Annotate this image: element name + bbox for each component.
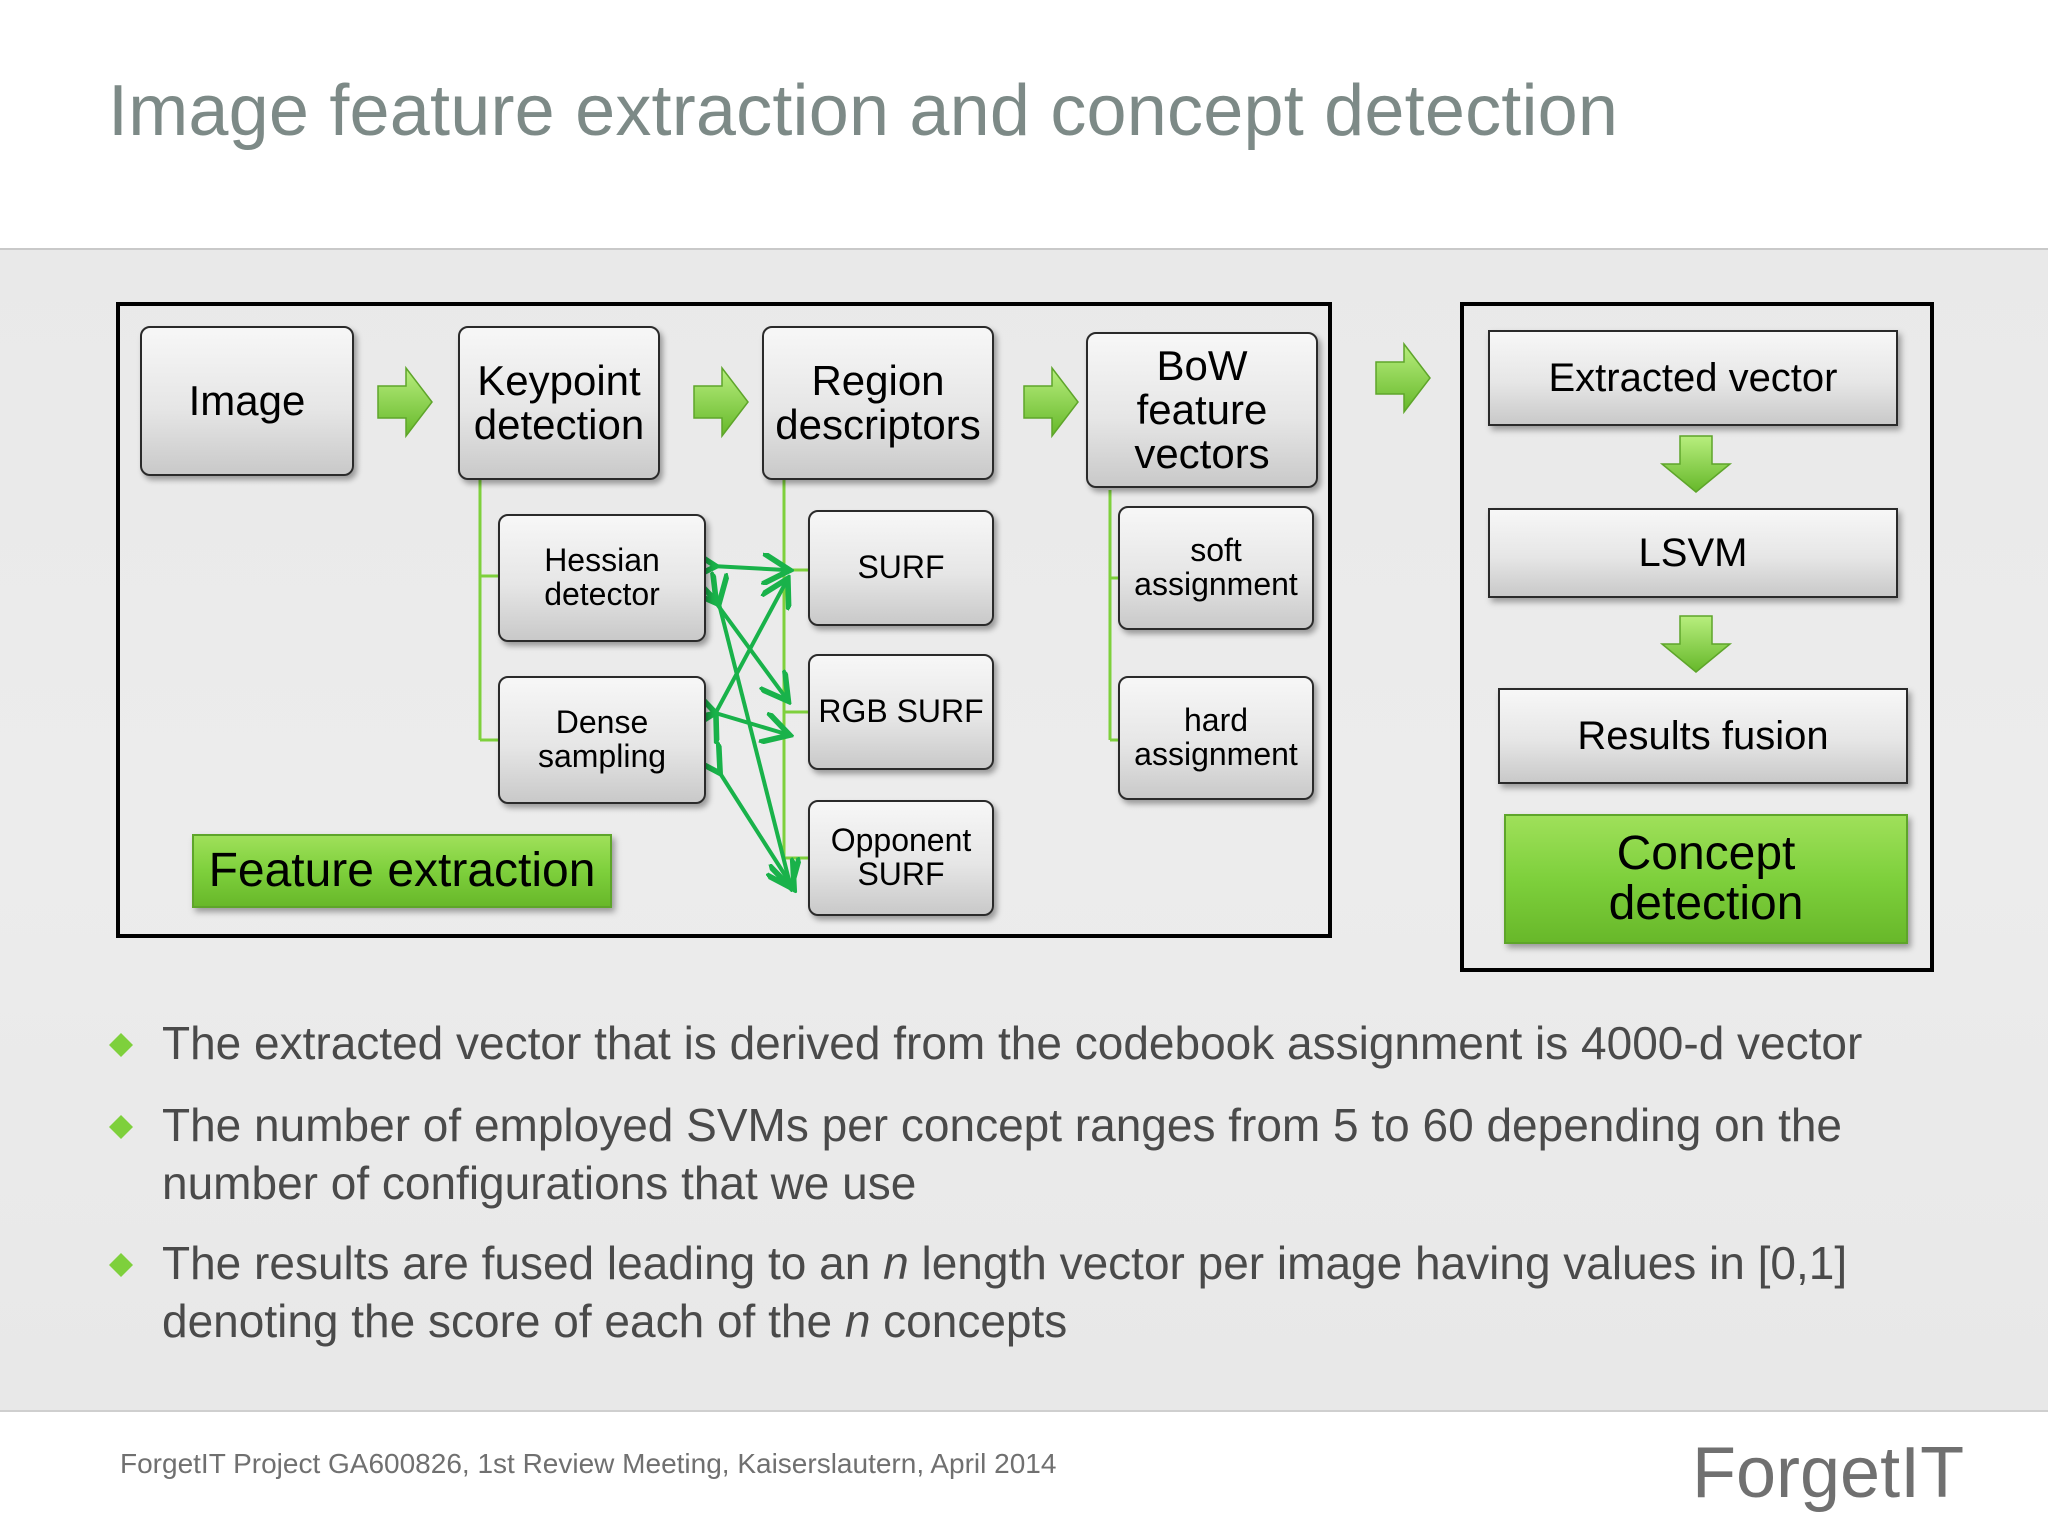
bullet-2: The number of employed SVMs per concept … [162,1099,1843,1209]
arrow-right-icon [1023,365,1079,439]
rgb-surf-box: RGB SURF [808,654,994,770]
arrow-right-icon [377,365,433,439]
feature-extraction-frame [116,302,1332,938]
concept-detection-frame [1460,302,1934,972]
extracted-vector-box: Extracted vector [1488,330,1898,426]
footer-text: ForgetIT Project GA600826, 1st Review Me… [120,1448,1057,1479]
arrow-right-icon [1375,341,1431,415]
hessian-detector-box: Hessian detector [498,514,706,642]
arrow-down-icon [1659,615,1733,673]
arrow-right-icon [693,365,749,439]
keypoint-detection-box: Keypoint detection [458,326,660,480]
diamond-bullet-icon [109,1033,133,1057]
bow-feature-vectors-box: BoW feature vectors [1086,332,1318,488]
slide-title: Image feature extraction and concept det… [108,71,1619,151]
arrow-down-icon [1659,435,1733,493]
opponent-surf-box: Opponent SURF [808,800,994,916]
logo-text: ForgetIT [1692,1433,1965,1513]
feature-extraction-label: Feature extraction [192,834,612,908]
dense-sampling-box: Dense sampling [498,676,706,804]
region-descriptors-box: Region descriptors [762,326,994,480]
diamond-bullet-icon [109,1253,133,1277]
soft-assignment-box: soft assignment [1118,506,1314,630]
slide-footer [0,1410,2048,1538]
concept-detection-box: Concept detection [1504,814,1908,944]
image-box: Image [140,326,354,476]
hard-assignment-box: hard assignment [1118,676,1314,800]
slide-header [0,0,2048,250]
lsvm-box: LSVM [1488,508,1898,598]
surf-box: SURF [808,510,994,626]
diamond-bullet-icon [109,1115,133,1139]
bullet-1: The extracted vector that is derived fro… [162,1017,1863,1069]
results-fusion-box: Results fusion [1498,688,1908,784]
descriptor-connections [712,566,792,886]
bullet-3: The results are fused leading to an n le… [162,1237,1848,1347]
